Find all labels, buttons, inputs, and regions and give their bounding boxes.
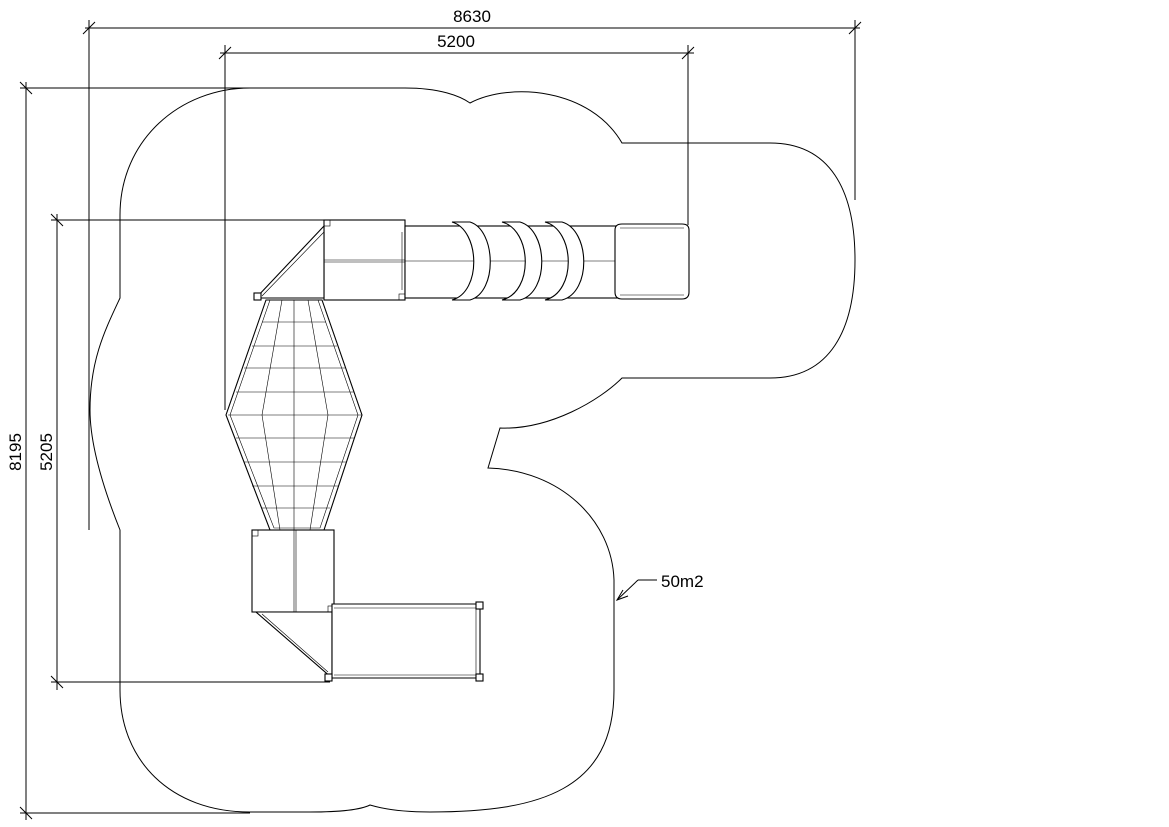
upper-platform <box>323 219 406 301</box>
climbing-net <box>225 299 363 531</box>
inner-width-label: 5200 <box>437 32 475 51</box>
dimension-overall-height: 8195 <box>6 81 250 820</box>
slide-exit <box>614 223 690 300</box>
ground-frame <box>324 601 484 682</box>
frame-post-bottom-left <box>324 673 333 682</box>
overall-height-label: 8195 <box>6 433 25 471</box>
tube-slide <box>404 221 690 301</box>
tube-ring-1 <box>451 221 491 301</box>
dimension-overall-width: 8630 <box>82 7 862 530</box>
tube-ring-2 <box>501 221 543 301</box>
upper-side-panel <box>253 224 325 301</box>
inner-height-label: 5205 <box>37 433 56 471</box>
area-label: 50m2 <box>661 572 704 591</box>
dimension-inner-width: 5200 <box>218 32 695 410</box>
dimension-inner-height: 5205 <box>37 213 330 690</box>
safety-zone-outline <box>89 87 856 813</box>
frame-post-bottom-right <box>475 673 484 682</box>
overall-width-label: 8630 <box>453 7 491 26</box>
tube-ring-3 <box>544 221 585 301</box>
lower-side-panel <box>254 611 333 680</box>
area-leader: 50m2 <box>615 572 704 601</box>
lower-platform <box>251 529 335 613</box>
frame-post-top <box>475 601 484 610</box>
